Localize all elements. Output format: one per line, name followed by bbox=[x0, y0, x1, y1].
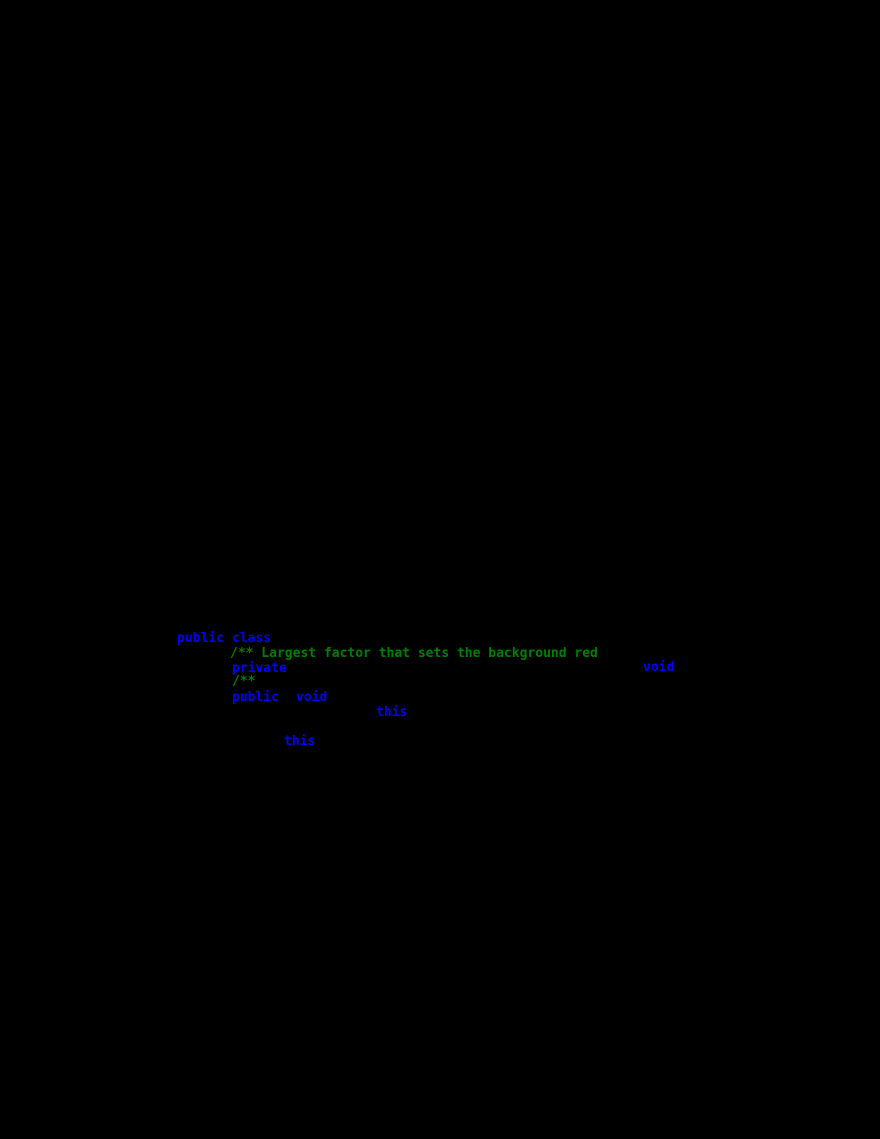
code-token-keyword: public bbox=[177, 631, 224, 646]
code-token-keyword: this bbox=[376, 705, 408, 720]
code-token-keyword: private bbox=[232, 661, 287, 676]
code-token-keyword: void bbox=[643, 660, 675, 675]
code-token-keyword: class bbox=[232, 631, 272, 646]
code-token-keyword: void bbox=[296, 690, 328, 705]
code-token-keyword: public bbox=[232, 690, 279, 705]
code-token-keyword: this bbox=[284, 734, 316, 749]
code-token-comment: /** Largest factor that sets the backgro… bbox=[230, 646, 598, 661]
code-token-comment: /** bbox=[232, 674, 256, 689]
